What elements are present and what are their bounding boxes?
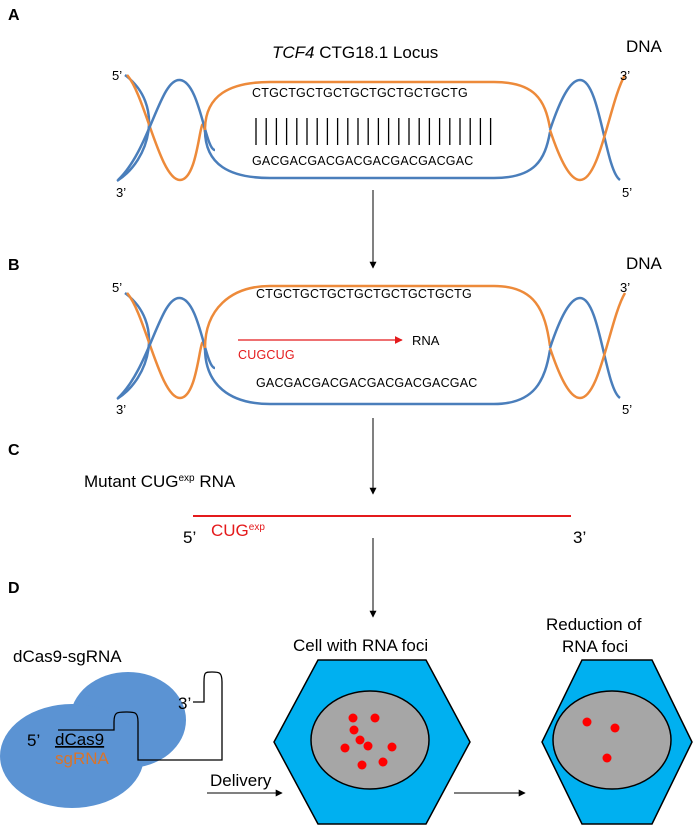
locus-title: TCF4 CTG18.1 Locus (272, 43, 438, 62)
dcas9-sgrna-complex (0, 671, 223, 808)
blue-strand-right-b (548, 296, 621, 400)
cell2-title-line1: Reduction of (546, 615, 642, 634)
rna-focus (357, 760, 367, 770)
sgrna-label: sgRNA (55, 749, 110, 768)
cell1-nucleus (310, 690, 430, 790)
blue-bubble-bottom-b (203, 347, 552, 406)
base-pair-lines (255, 118, 492, 145)
panel-label-a: A (8, 7, 20, 24)
cell-reduced-foci (541, 659, 693, 825)
panel-label-d: D (8, 580, 20, 597)
complex-title: dCas9-sgRNA (13, 647, 122, 666)
locus-gene: TCF4 (272, 43, 315, 62)
prime-3-top-right-a: 3’ (620, 68, 630, 83)
orange-bubble-top-a (203, 80, 552, 131)
dna-helix-b (116, 284, 627, 406)
rna-label-b: RNA (412, 333, 440, 348)
cell1-title: Cell with RNA foci (293, 636, 428, 655)
top-strand-seq-b: CTGCTGCTGCTGCTGCTGCTGCTG (256, 287, 472, 301)
panel-label-c: C (8, 442, 20, 459)
mutant-rna-title: Mutant CUGexp RNA (84, 472, 236, 491)
top-strand-seq-a: CTGCTGCTGCTGCTGCTGCTGCTG (252, 86, 468, 100)
prime-3-bottom-left-a: 3’ (116, 185, 126, 200)
mutant-rna-main: Mutant CUG (84, 472, 178, 491)
orange-bubble-top-b (203, 284, 552, 349)
prime-3-bottom-left-b: 3’ (116, 402, 126, 417)
orange-strand-right-a (548, 74, 627, 182)
prime-5-bottom-right-a: 5’ (622, 185, 632, 200)
prime-5-top-left-b: 5’ (112, 280, 122, 295)
blue-bubble-bottom-a (203, 129, 552, 180)
prime-3-sgrna: 3’ (178, 694, 191, 713)
cugcug-label: CUGCUG (238, 348, 295, 362)
delivery-label: Delivery (210, 771, 272, 790)
blue-strand-left-b (116, 292, 151, 401)
rna-focus (610, 723, 620, 733)
bottom-strand-seq-b: GACGACGACGACGACGACGACGAC (256, 376, 478, 390)
blue-strand-right-a (548, 78, 621, 182)
orange-strand-left-a (126, 74, 207, 182)
mutant-rna-tail: RNA (195, 472, 236, 491)
dna-helix-a (116, 74, 627, 183)
rna-focus (602, 753, 612, 763)
blue-strand-left-a (116, 74, 151, 183)
orange-strand-left-b (126, 292, 207, 400)
mutant-rna-sup: exp (178, 473, 195, 484)
prime-5-sgrna: 5’ (27, 731, 40, 750)
cell1-foci (340, 713, 397, 770)
dna-label-a: DNA (626, 37, 663, 56)
rna-focus (378, 757, 388, 767)
cell2-nucleus (552, 690, 672, 790)
rna-focus (387, 742, 397, 752)
cell-with-foci (273, 659, 471, 825)
prime-5-top-left-a: 5’ (112, 68, 122, 83)
cug-exp-main: CUG (211, 521, 249, 540)
rna-focus (582, 717, 592, 727)
panel-label-b: B (8, 257, 20, 274)
rna-focus (348, 713, 358, 723)
orange-strand-right-b (548, 292, 627, 400)
prime-3-top-right-b: 3’ (620, 280, 630, 295)
dcas9-label: dCas9 (55, 730, 104, 749)
rna-focus (370, 713, 380, 723)
prime-5-bottom-right-b: 5’ (622, 402, 632, 417)
prime-5-rna: 5’ (183, 528, 196, 547)
cell2-title-line2: RNA foci (562, 637, 628, 656)
bottom-strand-seq-a: GACGACGACGACGACGACGACGAC (252, 154, 474, 168)
dna-label-b: DNA (626, 254, 663, 273)
locus-rest: CTG18.1 Locus (315, 43, 439, 62)
cell2-foci (582, 717, 620, 763)
rna-focus (349, 725, 359, 735)
sgrna-scaffold (58, 671, 223, 761)
rna-focus (363, 741, 373, 751)
rna-focus (355, 735, 365, 745)
cug-exp-label: CUGexp (211, 521, 265, 540)
cug-exp-sup: exp (249, 522, 266, 533)
rna-focus (340, 743, 350, 753)
prime-3-rna: 3’ (573, 528, 586, 547)
